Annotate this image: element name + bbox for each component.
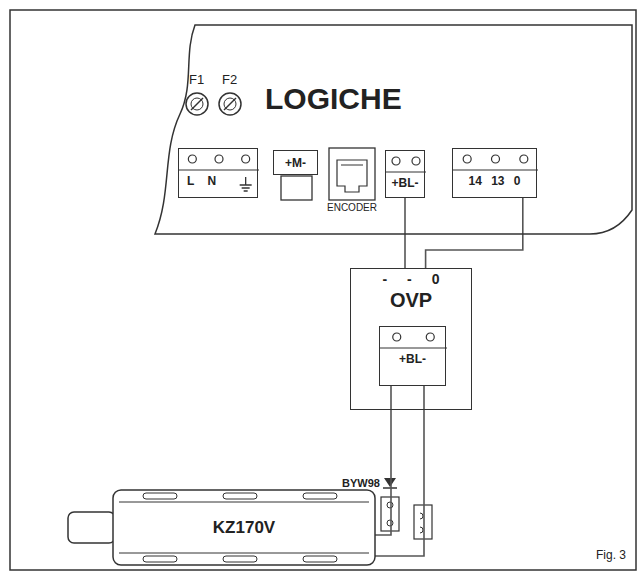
node-label: +BL- [380, 352, 445, 366]
mounting-slot [303, 556, 337, 562]
lock-plunger [68, 512, 115, 543]
ovp-module: - - 0 OVP +BL- [350, 268, 472, 410]
terminal-divider [386, 172, 426, 173]
ovp-terminal: +BL- [379, 326, 446, 386]
connector-pin [420, 513, 423, 533]
node-label: LOGICHE [265, 82, 402, 116]
wire-connector [414, 505, 432, 539]
housing-flange [119, 502, 369, 503]
terminal-screw [492, 155, 500, 163]
mounting-slot [143, 556, 177, 562]
motor-terminal: +M- [273, 150, 318, 175]
terminal-screw [393, 333, 401, 341]
mounting-slot [303, 493, 337, 499]
node-label: 14 13 0 [453, 174, 536, 188]
input-terminal: 14 13 0 [452, 148, 537, 198]
jack-housing [329, 148, 375, 200]
board-edge [155, 25, 632, 234]
terminal-screw [242, 155, 250, 163]
node-label: +M- [285, 156, 306, 170]
node-label: KZ170V [213, 518, 275, 538]
diode-symbol [384, 478, 396, 487]
terminal-divider [380, 348, 447, 349]
mounting-slot [223, 493, 257, 499]
terminal-screw [215, 155, 223, 163]
fuse-holder [186, 93, 208, 115]
node-label: +BL- [386, 176, 424, 190]
electric-lock: KZ170V [113, 490, 375, 565]
figure-caption: Fig. 3 [596, 548, 626, 562]
housing-flange [119, 553, 369, 554]
terminal-screw [520, 155, 528, 163]
node-label: OVP [351, 289, 471, 312]
wire [426, 198, 523, 268]
figure-frame [10, 10, 636, 570]
terminal-divider [179, 170, 259, 171]
terminal-screw [392, 157, 400, 165]
fuse-label: F1 [189, 72, 204, 87]
wire [375, 386, 424, 556]
node-label: - - 0 [351, 271, 471, 287]
terminal-screw [426, 333, 434, 341]
ground-symbol [240, 177, 252, 191]
jack-contacts [341, 165, 363, 166]
fuse-label: F2 [222, 72, 237, 87]
control-board: LOGICHE L N +M- ENCODER +BL- 14 13 0 [150, 22, 635, 237]
terminal-screws [386, 151, 426, 199]
terminal-screw [412, 157, 420, 165]
diode-label: BYW98 [342, 477, 380, 489]
jack-socket [337, 160, 367, 192]
wire-connector [381, 497, 399, 531]
encoder-jack: ENCODER [322, 148, 382, 214]
wire [404, 198, 406, 268]
lock-terminal: +BL- [385, 150, 425, 198]
fuse-cap [224, 98, 236, 110]
plug-connector [281, 176, 312, 200]
diode-bar [383, 487, 397, 489]
node-label: ENCODER [322, 202, 382, 213]
fuse-holder [219, 93, 241, 115]
terminal-screw [188, 155, 196, 163]
wire [375, 386, 391, 535]
fuse-cap [191, 98, 203, 110]
mains-terminal: L N [178, 148, 258, 198]
mounting-slot [143, 493, 177, 499]
board-outline [150, 22, 635, 237]
terminal-divider [453, 170, 538, 171]
connector-pin [387, 520, 393, 526]
terminal-screw [463, 155, 471, 163]
fuse-slot [224, 98, 236, 110]
mounting-slot [223, 556, 257, 562]
lock-housing [113, 490, 375, 565]
connector-pin [387, 502, 393, 508]
node-label: L N [179, 174, 257, 188]
fuse-slot [191, 98, 203, 110]
